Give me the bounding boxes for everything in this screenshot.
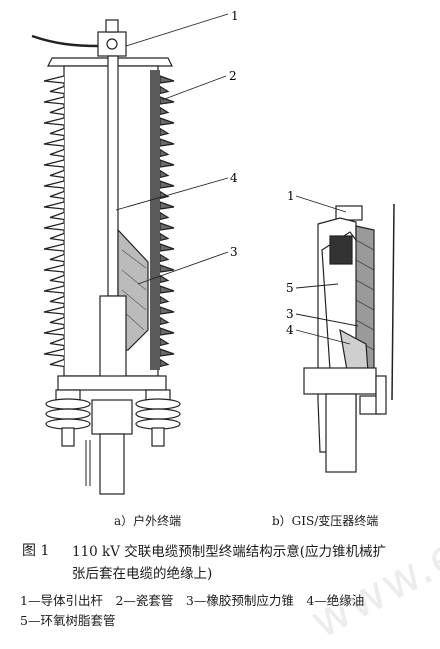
- porcelain-shed: [159, 306, 175, 315]
- porcelain-shed: [159, 180, 175, 189]
- porcelain-shed: [159, 75, 175, 84]
- porcelain-shed: [159, 169, 170, 179]
- porcelain-shed: [49, 169, 65, 179]
- callout-a-4: 4: [230, 171, 238, 185]
- porcelain-shed: [49, 274, 65, 284]
- porcelain-shed: [49, 106, 65, 116]
- callout-b-3: 3: [286, 307, 294, 321]
- porcelain-shed: [159, 127, 170, 137]
- porcelain-shed: [43, 180, 65, 189]
- porcelain-shed: [159, 117, 175, 126]
- legend-line-2: 5—环氧树脂套管: [20, 613, 116, 628]
- porcelain-shed: [43, 264, 65, 273]
- conductor-core: [107, 55, 119, 297]
- porcelain-shed: [159, 222, 175, 231]
- callout-b-1: 1: [287, 189, 295, 203]
- callout-leaders-b: [295, 195, 359, 345]
- porcelain-shed: [159, 295, 170, 305]
- callout-b-4: 4: [286, 323, 294, 337]
- porcelain-shed: [49, 316, 65, 326]
- porcelain-shed: [43, 327, 65, 336]
- conductor-rod-clamp: [97, 31, 127, 57]
- gis-conductor: [329, 235, 353, 265]
- porcelain-shed: [159, 159, 175, 168]
- porcelain-wall: [150, 70, 160, 370]
- porcelain-shed: [159, 327, 175, 336]
- gis-base: [303, 367, 377, 395]
- porcelain-shed: [159, 138, 175, 147]
- cable-exit: [99, 433, 125, 495]
- porcelain-shed: [43, 201, 65, 210]
- porcelain-shed: [43, 117, 65, 126]
- porcelain-shed: [43, 306, 65, 315]
- outdoor-termination-drawing: [31, 13, 229, 495]
- figure-label: 图 1: [22, 543, 50, 559]
- porcelain-shed: [159, 337, 170, 347]
- porcelain-shed: [43, 222, 65, 231]
- subcaption-b: b）GIS/变压器终端: [272, 514, 379, 528]
- callout-a-3: 3: [230, 245, 238, 259]
- base-flange: [57, 375, 167, 391]
- porcelain-shed: [43, 75, 65, 84]
- porcelain-shed: [43, 243, 65, 252]
- porcelain-shed: [49, 253, 65, 263]
- cable-section: [99, 295, 127, 387]
- porcelain-shed: [159, 274, 170, 284]
- porcelain-shed: [159, 148, 170, 158]
- porcelain-shed: [43, 138, 65, 147]
- cable-gland: [91, 399, 133, 435]
- cable-termination-figure: 1 2 4 3 1 5 3 4: [31, 9, 395, 495]
- porcelain-shed: [159, 106, 170, 116]
- porcelain-shed: [159, 285, 175, 294]
- porcelain-shed: [159, 348, 175, 357]
- porcelain-sheds-left: [43, 75, 65, 368]
- support-insulator-left: [45, 389, 91, 447]
- porcelain-shed: [159, 358, 170, 368]
- porcelain-shed: [49, 358, 65, 368]
- porcelain-shed: [159, 232, 170, 242]
- support-rod: [391, 203, 395, 401]
- porcelain-shed: [49, 232, 65, 242]
- porcelain-shed: [49, 295, 65, 305]
- porcelain-shed: [159, 201, 175, 210]
- callout-a-1: 1: [231, 9, 239, 23]
- porcelain-shed: [43, 96, 65, 105]
- porcelain-shed: [49, 85, 65, 95]
- callout-b-5: 5: [286, 281, 294, 295]
- porcelain-shed: [159, 253, 170, 263]
- porcelain-shed: [49, 148, 65, 158]
- porcelain-shed: [43, 285, 65, 294]
- porcelain-shed: [43, 159, 65, 168]
- lead-wire: [31, 34, 99, 48]
- callout-a-2: 2: [229, 69, 237, 83]
- callout-leaders-a: [115, 13, 229, 285]
- porcelain-shed: [159, 85, 170, 95]
- porcelain-shed: [49, 211, 65, 221]
- caption-line-2: 张后套在电缆的绝缘上): [72, 566, 213, 582]
- porcelain-shed: [159, 316, 170, 326]
- caption-line-1: 110 kV 交联电缆预制型终端结构示意(应力锥机械扩: [72, 544, 387, 560]
- porcelain-shed: [49, 127, 65, 137]
- clamp-bolt: [106, 38, 118, 50]
- porcelain-shed: [159, 264, 175, 273]
- porcelain-shed: [159, 211, 170, 221]
- porcelain-shed: [49, 337, 65, 347]
- gis-termination-drawing: [295, 195, 395, 473]
- porcelain-shed: [43, 348, 65, 357]
- porcelain-sheds-right: [159, 75, 175, 368]
- porcelain-shed: [159, 243, 175, 252]
- support-insulator-right: [135, 389, 181, 447]
- subcaption-a: a）户外终端: [114, 514, 182, 528]
- porcelain-shed: [49, 190, 65, 200]
- legend-line-1: 1—导体引出杆 2—瓷套管 3—橡胶预制应力锥 4—绝缘油: [20, 593, 365, 608]
- gis-cable-exit: [325, 393, 357, 473]
